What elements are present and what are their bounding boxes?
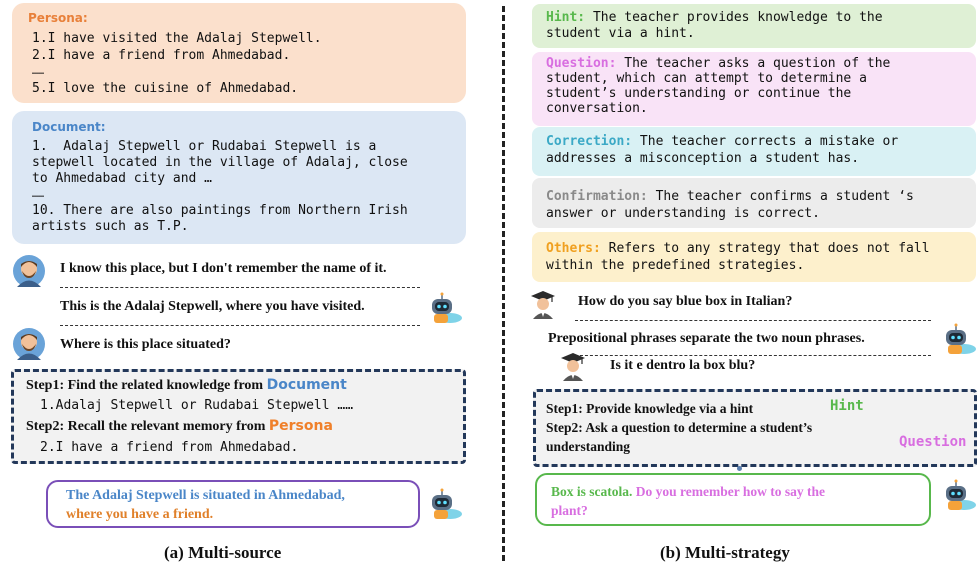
document-label: Document: [32,120,106,134]
response-line1: The Adalaj Stepwell is situated in Ahmed… [66,488,345,503]
document-box: Document: 1. Adalaj Stepwell or Rudabai … [12,111,466,244]
persona-line: 1.I have visited the Adalaj Stepwell. [32,31,322,46]
strategy-correction-line1: Correction: The teacher corrects a mista… [546,134,898,149]
robot-avatar-icon [432,292,462,323]
step1-detail: 1.Adalaj Stepwell or Rudabai Stepwell …… [40,398,354,413]
step2: Step2: Ask a question to determine a stu… [546,420,813,435]
strategy-hint-box: Hint: The teacher provides knowledge to … [532,4,976,48]
step2-text: Step2: Recall the relevant memory from [26,419,269,434]
strategy-correction-label: Correction: [546,134,633,149]
question-tag: Question [899,434,967,450]
response-bubble: Box is scatola. Do you remember how to s… [535,473,931,526]
user-message: Where is this place situated? [60,337,231,352]
strategy-correction-box: Correction: The teacher corrects a mista… [532,127,976,176]
strategy-question-line2: student, which can attempt to determine … [546,71,867,86]
user-avatar-icon [13,255,45,287]
document-line: to Ahmedabad city and … [32,171,213,186]
user-message: I know this place, but I don't remember … [60,261,387,276]
strategy-confirmation-line2: answer or understanding is correct. [546,206,820,221]
strategy-correction-line2: addresses a misconception a student has. [546,151,860,166]
student-avatar-icon [561,353,585,381]
robot-avatar-icon [432,488,462,519]
student-message: How do you say blue box in Italian? [578,294,793,309]
persona-box: Persona: 1.I have visited the Adalaj Ste… [12,3,466,103]
strategy-others-box: Others: Refers to any strategy that does… [532,232,976,282]
document-line: 10. There are also paintings from Northe… [32,203,408,218]
connector-dot [737,466,742,471]
bot-message: Prepositional phrases separate the two n… [548,331,865,346]
robot-avatar-icon [946,479,976,510]
response-bubble: The Adalaj Stepwell is situated in Ahmed… [46,480,420,528]
strategy-question-box: Question: The teacher asks a question of… [532,52,976,126]
student-avatar-icon [531,291,555,319]
strategy-hint-line2: student via a hint. [546,26,695,41]
strategy-confirmation-line1: Confirmation: The teacher confirms a stu… [546,189,914,204]
step2: Step2: Recall the relevant memory from P… [26,418,333,435]
reasoning-steps-box: Step1: Provide knowledge via a hint Hint… [533,389,977,467]
bot-message: This is the Adalaj Stepwell, where you h… [60,299,365,314]
response-line1: Box is scatola. Do you remember how to s… [551,484,825,500]
dialogue-divider [60,325,420,326]
strategy-question-line1: Question: The teacher asks a question of… [546,56,890,71]
strategy-confirmation-text: The teacher confirms a student ‘s [655,189,914,204]
strategy-question-label: Question: [546,56,617,71]
strategy-correction-text: The teacher corrects a mistake or [639,134,899,149]
step1: Step1: Find the related knowledge from D… [26,377,347,394]
caption-left: (a) Multi-source [164,543,282,562]
response-part2: Do you remember how to say the [635,484,825,499]
step2-detail: 2.I have a friend from Ahmedabad. [40,440,299,455]
document-line: artists such as T.P. [32,219,189,234]
strategy-confirmation-box: Confirmation: The teacher confirms a stu… [532,178,976,228]
response-line2: where you have a friend. [66,507,214,522]
reasoning-steps-box: Step1: Find the related knowledge from D… [11,369,466,464]
strategy-hint-label: Hint: [546,10,586,25]
response-part1: Box is scatola. [551,484,633,499]
persona-line: 5.I love the cuisine of Ahmedabad. [32,81,299,96]
document-line: stepwell located in the village of Adala… [32,155,408,170]
strategy-others-line2: within the predefined strategies. [546,258,805,273]
user-avatar-icon [13,328,45,360]
student-message: Is it e dentro la box blu? [610,358,756,373]
strategy-hint-text: The teacher provides knowledge to the [592,10,883,25]
robot-avatar-icon [946,323,976,354]
strategy-others-label: Others: [546,241,601,256]
step1-source: Document [266,377,347,393]
strategy-others-line1: Others: Refers to any strategy that does… [546,241,930,256]
persona-line: 2.I have a friend from Ahmedabad. [32,48,291,63]
panel-divider [502,6,505,561]
step1-text: Step1: Find the related knowledge from [26,378,267,393]
dialogue-divider [575,320,931,321]
strategy-question-line4: conversation. [546,101,648,116]
dialogue-divider [575,355,931,356]
strategy-question-line3: student’s understanding or continue the [546,86,852,101]
response-line2: plant? [551,503,588,518]
strategy-question-text: The teacher asks a question of the [624,56,891,71]
step2-cont: understanding [546,439,631,454]
strategy-confirmation-label: Confirmation: [546,189,648,204]
step2-source: Persona [268,418,333,434]
persona-line: …… [32,66,45,77]
document-line: 1. Adalaj Stepwell or Rudabai Stepwell i… [32,139,377,154]
document-line: …… [32,189,45,200]
persona-label: Persona: [28,11,88,25]
caption-right: (b) Multi-strategy [660,543,790,562]
step1: Step1: Provide knowledge via a hint [546,401,754,416]
strategy-hint-line1: Hint: The teacher provides knowledge to … [546,10,883,25]
strategy-others-text: Refers to any strategy that does not fal… [608,241,930,256]
hint-tag: Hint [830,398,864,414]
dialogue-divider [60,287,420,288]
